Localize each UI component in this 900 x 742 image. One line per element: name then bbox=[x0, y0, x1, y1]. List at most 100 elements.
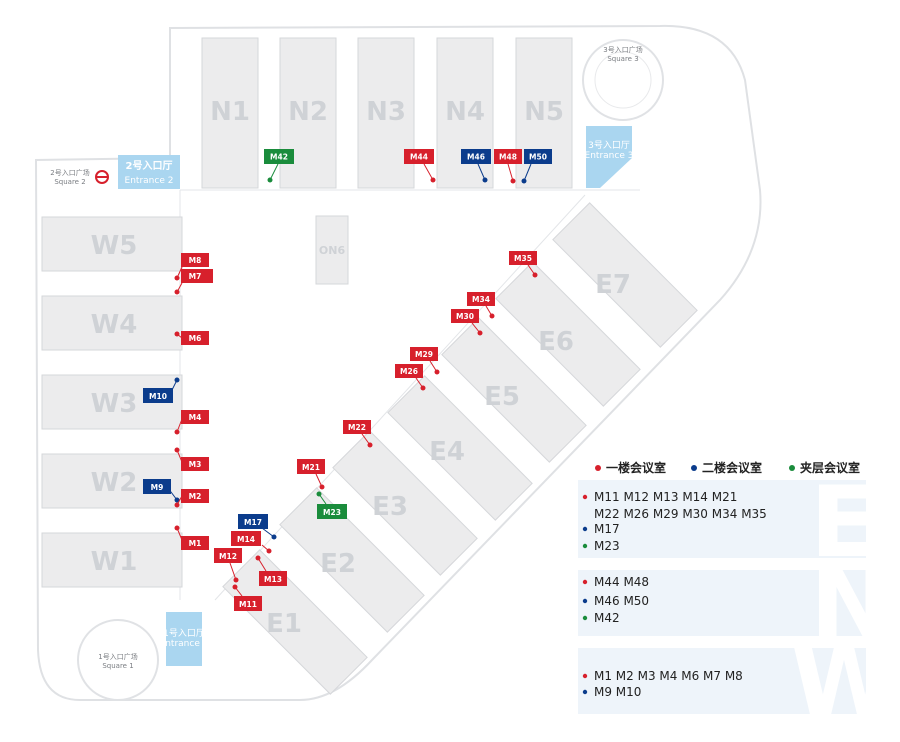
marker-m9[interactable]: M9 bbox=[143, 479, 180, 503]
entrance-2-en: Entrance 2 bbox=[125, 176, 174, 186]
marker-m7[interactable]: M7 bbox=[174, 269, 214, 295]
marker-m42[interactable]: M42 bbox=[264, 149, 294, 183]
marker-m42-label: M42 bbox=[270, 153, 288, 162]
hall-e6-label: E6 bbox=[538, 327, 574, 357]
hall-e1[interactable] bbox=[222, 549, 368, 695]
marker-m22-label: M22 bbox=[348, 423, 366, 432]
hall-n5-label: N5 bbox=[524, 97, 564, 127]
marker-m8-label: M8 bbox=[189, 256, 202, 265]
marker-m1[interactable]: M1 bbox=[174, 525, 210, 551]
entrance-1[interactable]: 1号入口厅 Entrance 1 bbox=[160, 612, 209, 666]
legend-mezzanine-label: 夹层会议室 bbox=[800, 460, 860, 475]
hall-n2[interactable] bbox=[279, 37, 337, 189]
marker-m21-label: M21 bbox=[302, 463, 320, 472]
marker-m8[interactable]: M8 bbox=[174, 253, 210, 281]
legend-group-n bbox=[578, 570, 866, 636]
square-3: 3号入口广场 Square 3 bbox=[582, 39, 664, 121]
entrance-2[interactable]: 2号入口厅 Entrance 2 bbox=[118, 155, 180, 189]
hall-w2-label: W2 bbox=[91, 468, 138, 498]
square-3-cn: 3号入口广场 bbox=[603, 45, 642, 54]
entrance-2-cn: 2号入口厅 bbox=[126, 160, 173, 172]
hall-e7[interactable] bbox=[552, 202, 698, 348]
legend-group-n-letter: N bbox=[810, 546, 892, 660]
marker-m23-label: M23 bbox=[323, 508, 341, 517]
hall-e4[interactable] bbox=[387, 375, 533, 521]
entrance-3-en: Entrance 3 bbox=[585, 151, 634, 161]
marker-m13[interactable]: M13 bbox=[255, 555, 288, 587]
legend-group-e bbox=[578, 480, 866, 558]
hall-n2-label: N2 bbox=[288, 97, 328, 127]
hall-on6[interactable] bbox=[315, 215, 349, 285]
meeting-room-markers: M42 M44 M46 M48 M50 M8 M7 M6 M10 M4 M3 M… bbox=[143, 149, 552, 611]
marker-m21[interactable]: M21 bbox=[297, 459, 325, 490]
marker-m12-label: M12 bbox=[219, 552, 237, 561]
marker-m17[interactable]: M17 bbox=[238, 514, 277, 540]
marker-m30[interactable]: M30 bbox=[451, 309, 483, 336]
marker-m48[interactable]: M48 bbox=[494, 149, 522, 184]
hall-w5-label: W5 bbox=[91, 231, 138, 261]
square-1: 1号入口广场 Square 1 bbox=[77, 619, 159, 701]
marker-m50[interactable]: M50 bbox=[521, 149, 553, 184]
entrance-1-en: Entrance 1 bbox=[160, 639, 209, 649]
hall-e6[interactable] bbox=[495, 261, 641, 407]
marker-m44-label: M44 bbox=[410, 153, 428, 162]
hall-e2-label: E2 bbox=[320, 549, 356, 579]
marker-m11[interactable]: M11 bbox=[232, 584, 263, 612]
hall-e3-label: E3 bbox=[372, 492, 408, 522]
hall-n1[interactable] bbox=[201, 37, 259, 189]
marker-m35-label: M35 bbox=[514, 254, 532, 263]
legend-w-floor2: M9 M10 bbox=[594, 685, 641, 699]
marker-m34[interactable]: M34 bbox=[467, 292, 495, 319]
north-halls: N1 N2 N3 N4 N5 bbox=[201, 37, 573, 189]
marker-m14-label: M14 bbox=[237, 535, 255, 544]
marker-m34-label: M34 bbox=[472, 295, 490, 304]
marker-m3[interactable]: M3 bbox=[174, 447, 210, 472]
legend-n-floor2: M46 M50 bbox=[594, 594, 649, 608]
hall-w1[interactable] bbox=[41, 532, 183, 588]
hall-w5[interactable] bbox=[41, 216, 183, 272]
marker-m4-label: M4 bbox=[189, 413, 202, 422]
marker-m6[interactable]: M6 bbox=[174, 331, 210, 345]
marker-m10-label: M10 bbox=[149, 392, 167, 401]
marker-m26[interactable]: M26 bbox=[395, 364, 426, 391]
entrance-3[interactable]: 3号入口厅 Entrance 3 bbox=[585, 126, 634, 188]
marker-m4[interactable]: M4 bbox=[174, 410, 210, 435]
marker-m11-label: M11 bbox=[239, 600, 257, 609]
legend-e-mezzanine: M23 bbox=[594, 539, 620, 553]
marker-m10[interactable]: M10 bbox=[143, 377, 180, 404]
hall-e3[interactable] bbox=[332, 430, 478, 576]
marker-m14[interactable]: M14 bbox=[231, 531, 272, 554]
marker-m22[interactable]: M22 bbox=[343, 420, 373, 448]
marker-m50-label: M50 bbox=[529, 153, 547, 162]
hall-e7-label: E7 bbox=[595, 270, 631, 300]
legend-header: 一楼会议室 二楼会议室 夹层会议室 bbox=[595, 460, 860, 475]
hall-e4-label: E4 bbox=[429, 437, 465, 467]
legend-floor2-label: 二楼会议室 bbox=[702, 460, 762, 475]
legend-group-w-letter: W bbox=[790, 624, 898, 738]
hall-w4-label: W4 bbox=[91, 310, 138, 340]
marker-m35[interactable]: M35 bbox=[509, 251, 538, 278]
square-2: 2号入口广场 Square 2 bbox=[50, 168, 109, 186]
legend-e-floor1-line2: M22 M26 M29 M30 M34 M35 bbox=[594, 507, 767, 521]
hall-n1-label: N1 bbox=[210, 97, 250, 127]
marker-m23[interactable]: M23 bbox=[316, 491, 348, 520]
legend-group-e-letter: E bbox=[810, 466, 877, 580]
legend: 一楼会议室 二楼会议室 夹层会议室 E M11 M12 M13 M14 M21 … bbox=[578, 460, 898, 738]
marker-m46[interactable]: M46 bbox=[461, 149, 491, 183]
marker-m7-label: M7 bbox=[189, 272, 202, 281]
marker-m30-label: M30 bbox=[456, 312, 474, 321]
marker-m44[interactable]: M44 bbox=[404, 149, 436, 183]
hall-e5-label: E5 bbox=[484, 382, 520, 412]
marker-m12[interactable]: M12 bbox=[214, 548, 242, 583]
site-outline bbox=[34, 24, 762, 701]
marker-m29[interactable]: M29 bbox=[410, 347, 440, 375]
hall-e5[interactable] bbox=[441, 317, 587, 463]
entrance-1-cn: 1号入口厅 bbox=[163, 628, 205, 639]
hall-w1-label: W1 bbox=[91, 547, 138, 577]
marker-m2[interactable]: M2 bbox=[174, 489, 210, 508]
hall-e2[interactable] bbox=[279, 487, 425, 633]
marker-m26-label: M26 bbox=[400, 367, 418, 376]
square-2-en: Square 2 bbox=[54, 178, 85, 186]
hall-w3-label: W3 bbox=[91, 389, 138, 419]
hall-w4[interactable] bbox=[41, 295, 183, 351]
